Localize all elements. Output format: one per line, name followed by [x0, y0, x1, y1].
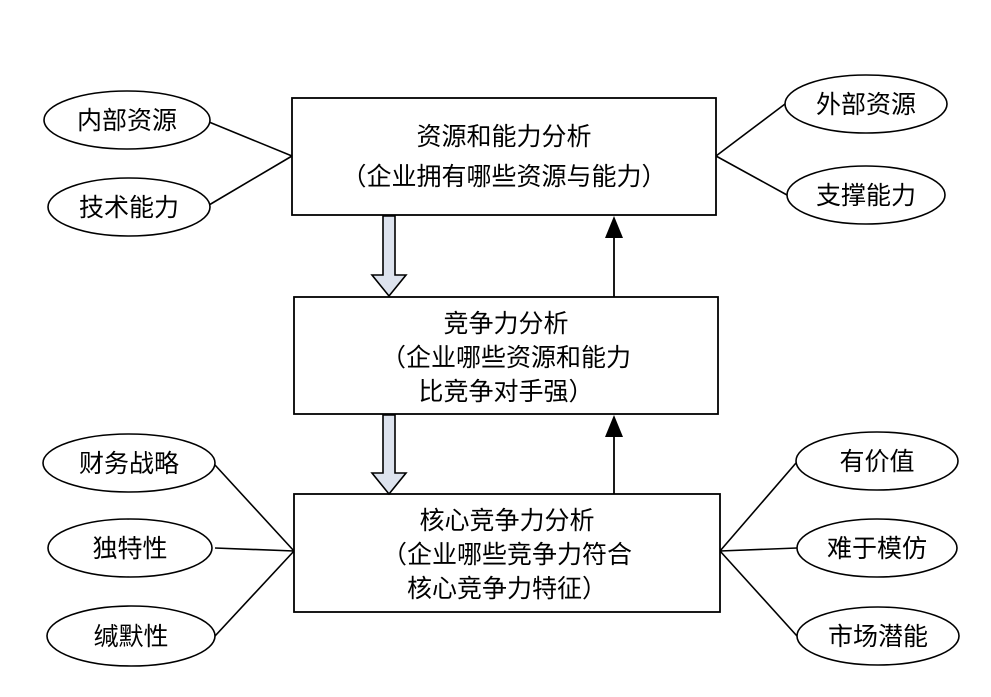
ellipse-support-capability	[786, 165, 946, 225]
ellipse-tacitness	[46, 605, 216, 667]
ellipse-label: 内部资源	[77, 106, 177, 135]
ellipse-label: 缄默性	[93, 622, 168, 651]
connector-line	[719, 462, 797, 552]
connector-lines-bottom	[214, 462, 798, 637]
box-title: 核心竞争力分析	[419, 506, 594, 535]
box-subtitle: （企业哪些竞争力符合	[382, 540, 632, 569]
up-arrow-solid	[605, 415, 623, 494]
connector-line	[715, 155, 788, 196]
connector-line	[715, 103, 786, 157]
ellipse-valuable	[795, 431, 959, 491]
connector-line	[208, 155, 293, 206]
connector-line	[214, 464, 295, 552]
down-arrow-hollow	[370, 414, 408, 496]
connector-line	[214, 547, 295, 552]
box-subtitle: （企业哪些资源和能力	[381, 343, 631, 372]
ellipse-label: 技术能力	[79, 193, 179, 222]
box-resources-capabilities	[291, 97, 717, 216]
ellipse-label: 独特性	[92, 534, 167, 563]
box-subtitle: 比竞争对手强）	[418, 377, 593, 406]
box-competitiveness	[293, 296, 719, 415]
box-subtitle: 核心竞争力特征）	[407, 574, 607, 603]
ellipse-technical-capability	[47, 177, 211, 237]
down-arrow-hollow	[370, 215, 408, 298]
ellipse-label: 难于模仿	[827, 534, 927, 563]
connector-lines-top	[208, 103, 788, 206]
box-core-competitiveness	[293, 493, 721, 613]
box-title: 资源和能力分析	[416, 122, 591, 151]
ellipse-hard-to-imitate	[796, 518, 958, 578]
ellipse-financial-strategy	[42, 433, 216, 493]
connector-line	[208, 121, 293, 157]
connector-line	[214, 550, 295, 637]
ellipse-uniqueness	[47, 518, 213, 578]
connector-line	[719, 550, 798, 637]
ellipse-label: 外部资源	[816, 90, 916, 119]
ellipse-label: 支撑能力	[816, 181, 916, 210]
box-subtitle: （企业拥有哪些资源与能力）	[341, 162, 666, 191]
ellipse-label: 财务战略	[79, 449, 179, 478]
ellipse-label: 市场潜能	[828, 622, 928, 651]
ellipse-external-resources	[784, 74, 948, 134]
ellipse-market-potential	[796, 606, 960, 666]
box-title: 竞争力分析	[443, 309, 568, 338]
connector-line	[719, 547, 798, 552]
ellipse-internal-resources	[43, 90, 211, 150]
ellipse-label: 有价值	[839, 447, 914, 476]
up-arrow-solid	[605, 216, 623, 297]
